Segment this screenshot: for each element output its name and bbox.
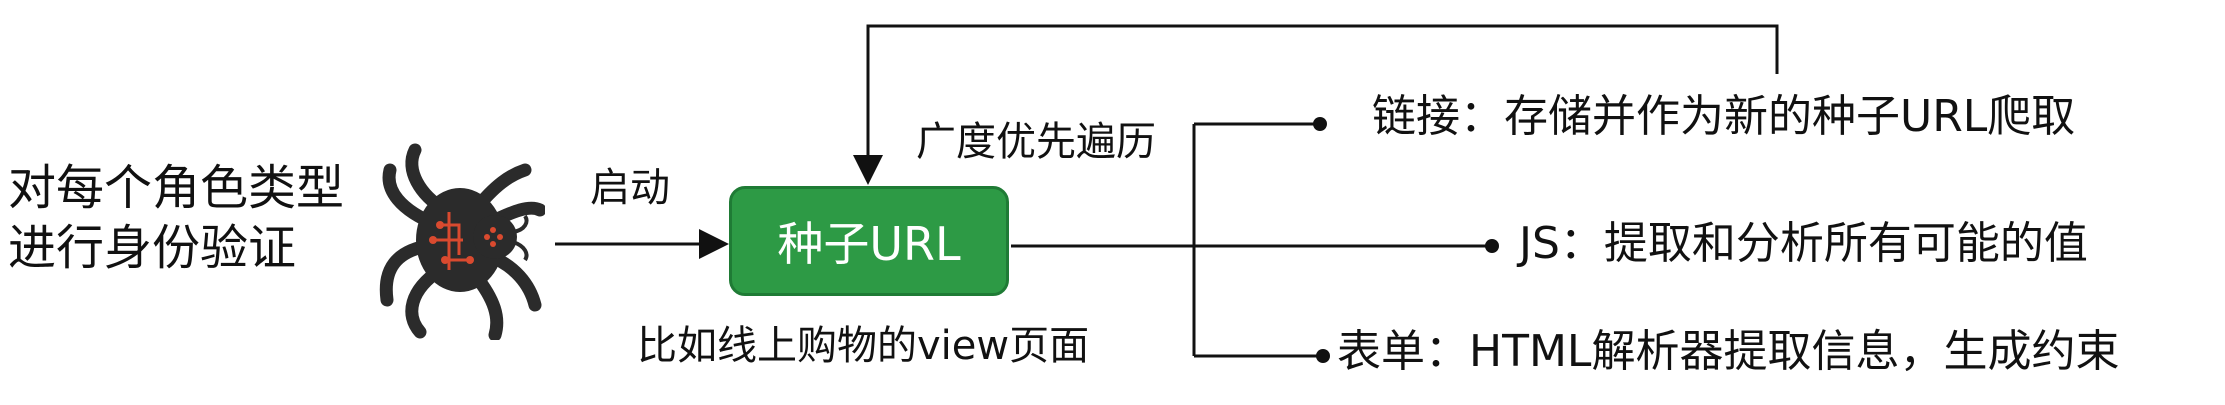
spider-icon xyxy=(375,140,547,342)
bfs-label: 广度优先遍历 xyxy=(916,119,1156,165)
role-auth-text-line1: 对每个角色类型 xyxy=(8,160,345,216)
branch-form-dot xyxy=(1316,349,1330,363)
seed-url-label: 种子URL xyxy=(777,217,961,271)
branch-link-dot xyxy=(1313,117,1327,131)
branch-link-text: 链接：存储并作为新的种子URL爬取 xyxy=(1372,91,2076,142)
seed-url-node: 种子URL xyxy=(729,186,1009,296)
role-auth-text-line2: 进行身份验证 xyxy=(8,220,297,276)
branch-form-text: 表单：HTML解析器提取信息，生成约束 xyxy=(1337,326,2120,377)
feedback-loop-arrow xyxy=(853,24,1779,185)
branch-js-text: JS：提取和分析所有可能的值 xyxy=(1519,218,2088,269)
example-label: 比如线上购物的view页面 xyxy=(637,323,1090,369)
start-label: 启动 xyxy=(590,165,670,211)
branch-js-dot xyxy=(1485,239,1499,253)
